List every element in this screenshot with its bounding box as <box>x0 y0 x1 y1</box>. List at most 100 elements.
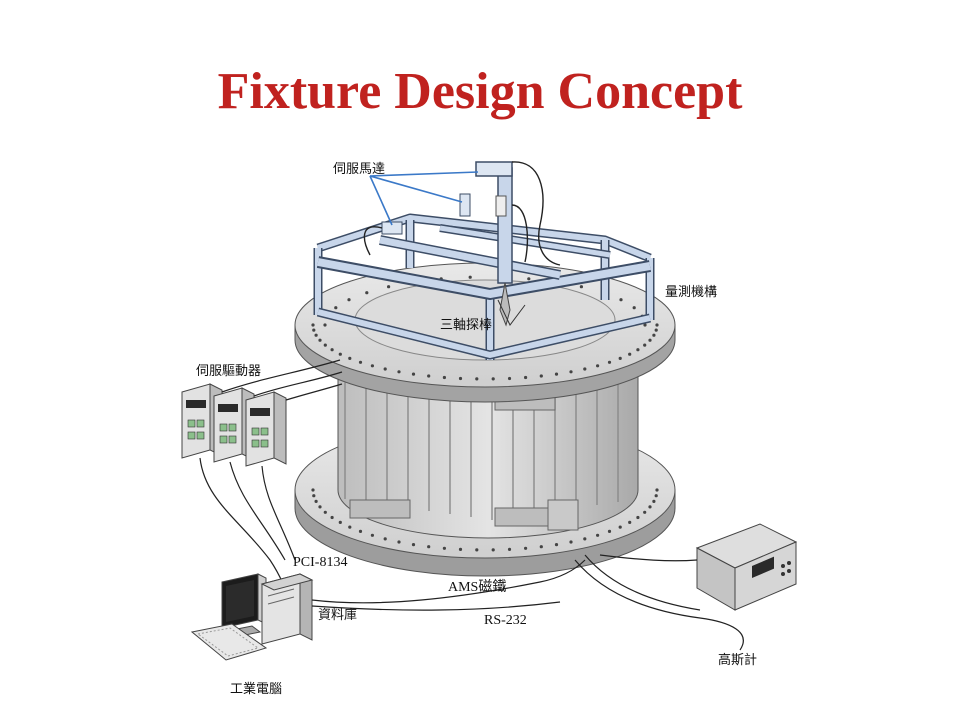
bolt-hole <box>507 376 512 381</box>
bolt-hole <box>596 533 600 537</box>
bolt-hole <box>618 356 622 360</box>
bolt-hole <box>554 372 559 376</box>
bolt-hole <box>539 374 543 378</box>
bolt-hole <box>330 515 334 520</box>
bolt-hole <box>643 323 647 327</box>
bolt-hole <box>654 328 658 332</box>
bolt-hole <box>323 323 327 327</box>
bolt-hole <box>583 367 587 371</box>
bolt-hole <box>358 360 363 364</box>
bolt-hole <box>569 370 573 374</box>
bolt-hole <box>636 348 640 352</box>
bolt-hole <box>539 545 543 549</box>
bolt-hole <box>648 338 652 342</box>
bolt-hole <box>458 547 463 552</box>
bolt-hole <box>628 520 632 525</box>
bolt-hole <box>383 537 387 541</box>
motor-cables <box>363 161 561 266</box>
bolt-hole <box>311 323 315 327</box>
bolt-hole <box>569 540 573 544</box>
bolt-hole <box>554 543 559 547</box>
pc-tower <box>260 573 314 645</box>
bolt-hole <box>458 376 463 381</box>
bolt-hole <box>583 537 587 541</box>
bolt-hole <box>338 352 342 356</box>
bolt-hole <box>507 547 512 552</box>
bolt-hole <box>427 545 431 549</box>
bolt-hole <box>618 525 622 529</box>
servo-drivers <box>181 383 287 467</box>
bolt-hole <box>358 529 363 534</box>
label-gaussmeter: 高斯計 <box>718 653 758 668</box>
bolt-hole <box>655 488 659 492</box>
keyboard <box>190 623 268 661</box>
bolt-hole <box>365 291 369 295</box>
bolt-hole <box>323 343 327 347</box>
bolt-hole <box>442 546 446 550</box>
bolt-hole <box>619 298 623 302</box>
three-axis-probe <box>381 161 526 327</box>
label-rs232: RS-232 <box>484 613 527 628</box>
bolt-hole <box>397 370 401 374</box>
bolt-hole <box>338 520 342 525</box>
system-cables <box>311 554 744 651</box>
bolt-hole <box>383 367 387 371</box>
bolt-hole <box>314 499 318 503</box>
bolt-hole <box>607 529 612 534</box>
label-industrial-pc: 工業電腦 <box>230 682 283 697</box>
label-measuring-mechanism: 量測機構 <box>665 285 718 300</box>
bolt-hole <box>312 494 316 498</box>
bolt-hole <box>475 548 479 552</box>
bolt-hole <box>524 546 528 550</box>
bolt-hole <box>632 306 636 310</box>
industrial-pc <box>190 573 314 661</box>
bolt-hole <box>318 505 322 509</box>
bolt-hole <box>643 510 647 514</box>
bolt-hole <box>628 352 632 356</box>
label-database: 資料庫 <box>318 608 358 623</box>
bolt-hole <box>370 364 374 368</box>
bolt-hole <box>527 277 531 281</box>
bolt-hole <box>579 285 584 289</box>
bolt-hole <box>648 505 652 509</box>
page-title: Fixture Design Concept <box>217 63 743 120</box>
bolt-hole <box>411 372 416 376</box>
bolt-hole <box>397 540 401 544</box>
bolt-hole <box>491 548 495 552</box>
bolt-hole <box>491 377 495 381</box>
bolt-hole <box>643 343 647 347</box>
bolt-hole <box>654 494 658 498</box>
bolt-hole <box>387 285 391 289</box>
servo-driver-unit <box>245 391 287 467</box>
bolt-hole <box>311 488 315 492</box>
bolt-hole <box>330 348 334 352</box>
bolt-hole <box>370 533 374 537</box>
label-ams-magnet: AMS磁鐵 <box>448 580 507 595</box>
bolt-hole <box>411 543 416 547</box>
bolt-hole <box>596 364 600 368</box>
bolt-hole <box>607 360 612 364</box>
bolt-hole <box>334 306 338 310</box>
bolt-hole <box>655 323 659 327</box>
bolt-hole <box>652 333 656 337</box>
bolt-hole <box>475 377 479 381</box>
label-three-axis-probe: 三軸探棒 <box>440 318 493 333</box>
label-pci: PCI-8134 <box>293 555 348 570</box>
bolt-hole <box>427 374 431 378</box>
bolt-hole <box>348 356 352 360</box>
gaussmeter <box>695 523 798 611</box>
bolt-hole <box>524 375 528 380</box>
bolt-hole <box>323 510 327 514</box>
bolt-hole <box>314 333 318 337</box>
bolt-hole <box>318 338 322 342</box>
bolt-hole <box>442 375 446 380</box>
fixture-body <box>294 262 676 577</box>
bolt-hole <box>312 328 316 332</box>
cylinder-wall <box>337 369 639 539</box>
label-servo-motor: 伺服馬達 <box>333 162 386 177</box>
label-servo-driver: 伺服驅動器 <box>196 364 262 379</box>
bolt-hole <box>636 515 640 520</box>
bolt-hole <box>652 499 656 503</box>
servo-motor-leaders <box>369 171 479 226</box>
